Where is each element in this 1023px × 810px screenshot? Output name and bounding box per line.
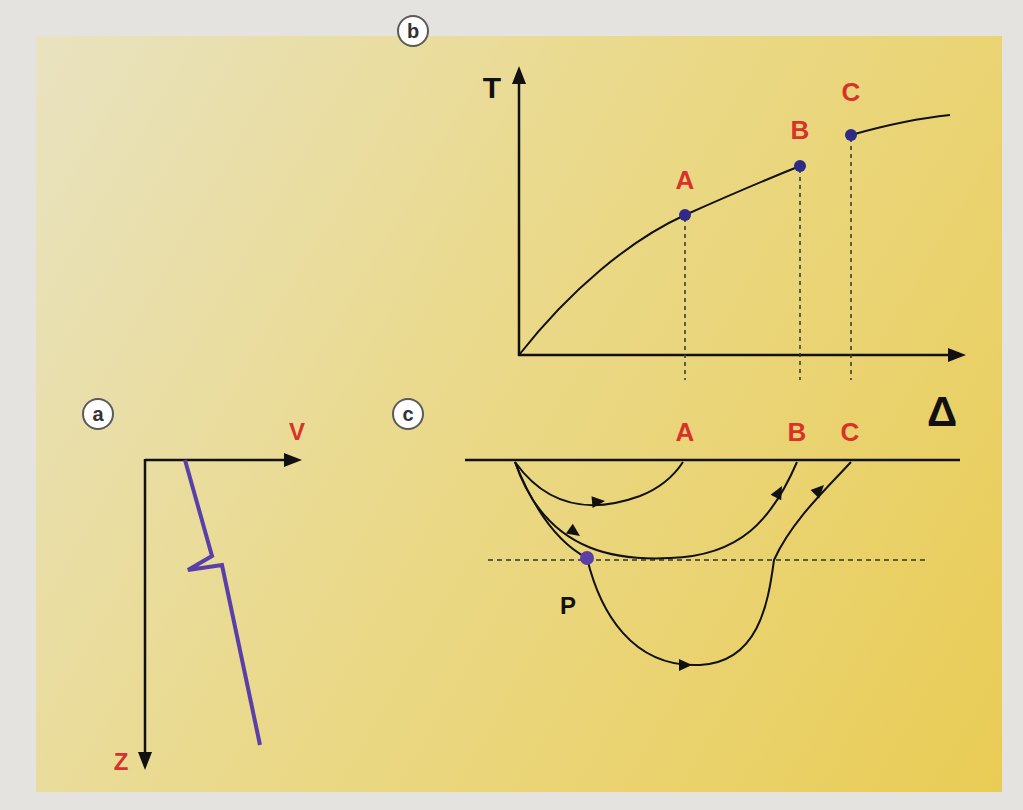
- axis-label: Z: [114, 750, 129, 774]
- panel-letter-circle: b: [397, 15, 429, 47]
- panel-letter: b: [407, 21, 419, 41]
- axis-label: V: [289, 420, 305, 444]
- station-label: B: [791, 117, 810, 143]
- axis-label: Δ: [927, 391, 957, 433]
- panel-letter-circle: a: [82, 398, 114, 430]
- station-label: A: [676, 167, 695, 193]
- panel-letter-circle: c: [392, 398, 424, 430]
- station-label: C: [842, 79, 861, 105]
- panel-letter: a: [92, 404, 103, 424]
- axis-label: T: [483, 73, 501, 103]
- point-label: P: [560, 594, 576, 618]
- panel-letter: c: [402, 404, 413, 424]
- station-label: C: [841, 419, 860, 445]
- station-label: A: [676, 419, 695, 445]
- station-label: B: [788, 419, 807, 445]
